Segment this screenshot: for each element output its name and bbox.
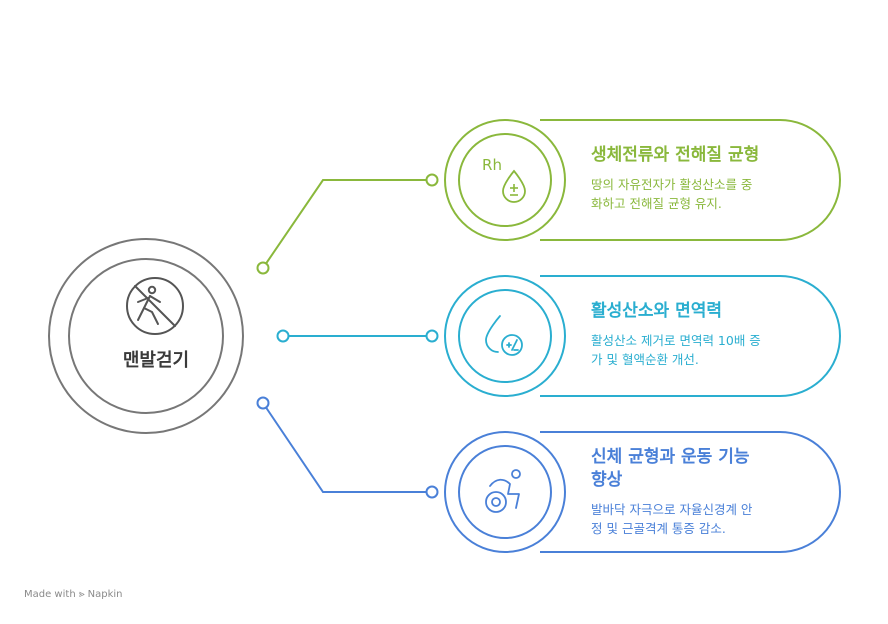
branch-electrolyte: Rh <box>256 119 841 275</box>
branch-immunity <box>276 275 841 397</box>
branch-balance <box>256 396 841 553</box>
branch-3-title: 신체 균형과 운동 기능 향상 <box>591 446 796 492</box>
branch-1-description: 땅의 자유전자가 활성산소를 중 화하고 전해질 균형 유지. <box>591 175 796 213</box>
made-with-napkin: Made with ⪢ Napkin <box>24 589 123 600</box>
accessibility-wheelchair-icon <box>485 469 521 513</box>
branch-2-text: 활성산소와 면역력 활성산소 제거로 면역력 10배 증 가 및 혈액순환 개선… <box>591 300 796 369</box>
branch-3-description-line: 발바닥 자극으로 자율신경계 안 <box>591 502 753 517</box>
center-label: 맨발걷기 <box>122 350 190 371</box>
center-node <box>48 238 244 434</box>
rh-blood-drop-icon: Rh <box>482 156 526 203</box>
svg-text:Rh: Rh <box>482 156 502 174</box>
branch-1-description-line: 화하고 전해질 균형 유지. <box>591 196 722 211</box>
drop-percent-icon <box>485 315 523 356</box>
branch-3-description-line: 정 및 근골격계 통증 감소. <box>591 521 726 536</box>
branch-3-description: 발바닥 자극으로 자율신경계 안 정 및 근골격계 통증 감소. <box>591 500 796 538</box>
branch-2-description-line: 가 및 혈액순환 개선. <box>591 352 699 367</box>
branch-2-description: 활성산소 제거로 면역력 10배 증 가 및 혈액순환 개선. <box>591 331 796 369</box>
branch-2-title: 활성산소와 면역력 <box>591 301 723 321</box>
branch-3-title-line: 신체 균형과 운동 기능 <box>591 447 750 467</box>
branch-3-text: 신체 균형과 운동 기능 향상 발바닥 자극으로 자율신경계 안 정 및 근골격… <box>591 446 796 538</box>
branch-3-title-line: 향상 <box>591 470 623 490</box>
branch-1-title: 생체전류와 전해질 균형 <box>591 145 760 165</box>
branch-1-text: 생체전류와 전해질 균형 땅의 자유전자가 활성산소를 중 화하고 전해질 균형… <box>591 144 796 213</box>
branch-2-description-line: 활성산소 제거로 면역력 10배 증 <box>591 333 761 348</box>
branch-1-description-line: 땅의 자유전자가 활성산소를 중 <box>591 177 753 192</box>
no-walking-icon <box>126 277 184 335</box>
